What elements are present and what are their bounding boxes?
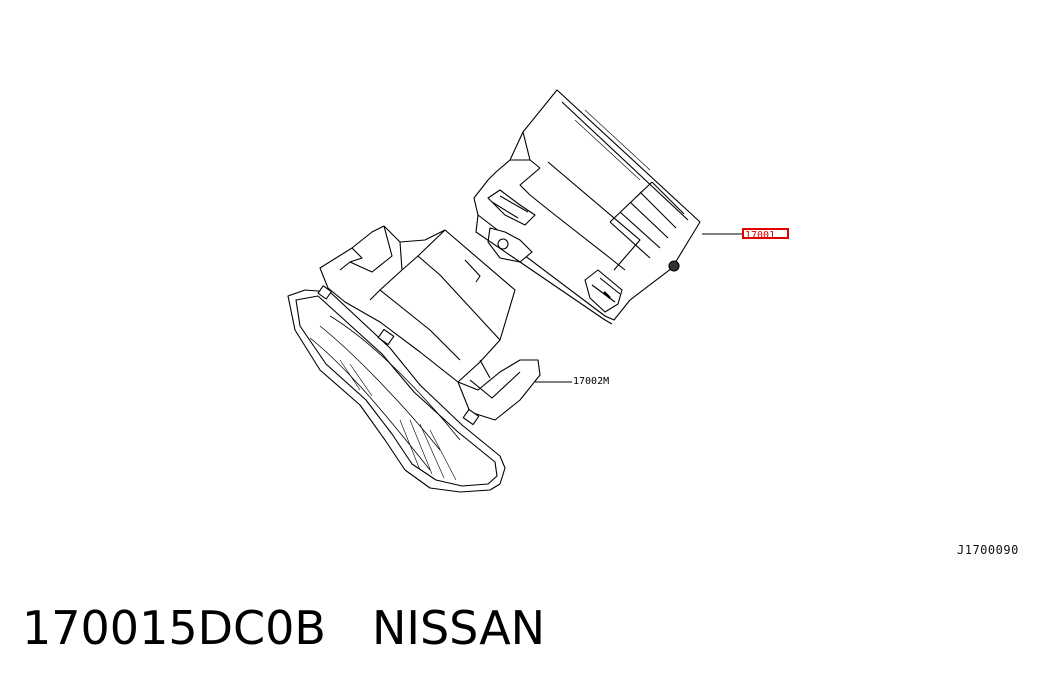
bracket-housing-drawing xyxy=(287,225,541,493)
parts-diagram xyxy=(287,89,742,493)
part-callout-17002m[interactable]: 17002M xyxy=(573,376,610,387)
fuel-pump-control-module-drawing xyxy=(473,89,701,325)
part-callout-17001[interactable]: 17001 xyxy=(742,228,789,239)
part-number: 170015DC0B xyxy=(22,601,326,655)
drawing-code: J1700090 xyxy=(957,543,1019,557)
caption: 170015DC0B NISSAN xyxy=(22,598,545,658)
brand-name: NISSAN xyxy=(371,601,546,655)
